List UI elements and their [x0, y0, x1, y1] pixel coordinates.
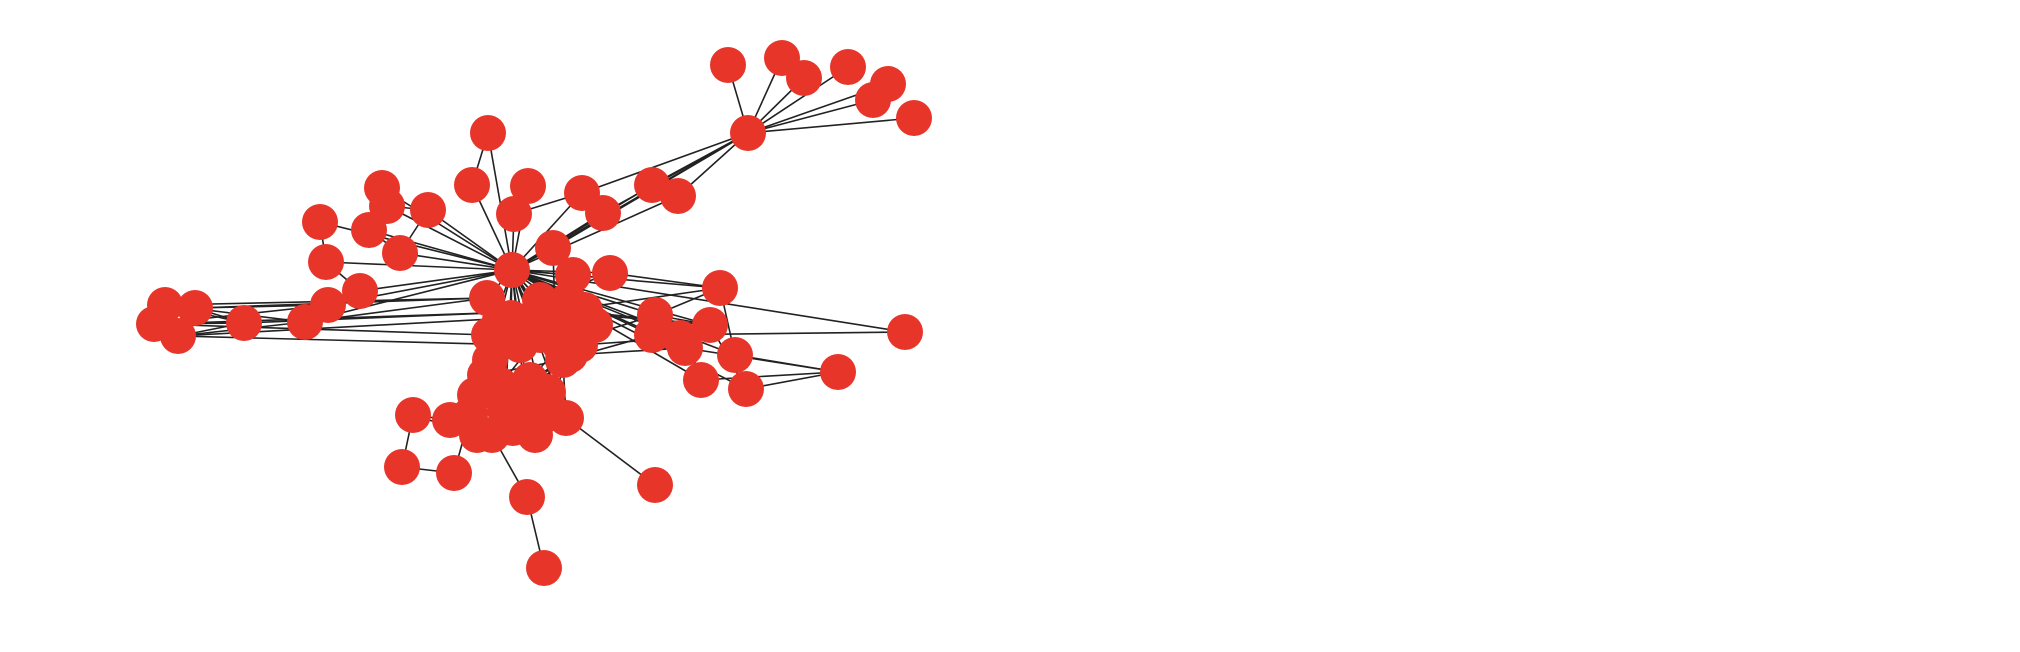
graph-node: [470, 115, 506, 151]
graph-edge: [177, 335, 521, 346]
graph-node: [472, 342, 508, 378]
graph-edge: [700, 371, 839, 381]
graph-node: [177, 290, 213, 326]
graph-node: [728, 371, 764, 407]
graph-node: [384, 449, 420, 485]
graph-node: [351, 212, 387, 248]
graph-edge: [386, 205, 513, 271]
graph-node: [820, 354, 856, 390]
graph-edge: [565, 417, 656, 486]
graph-node: [136, 306, 172, 342]
graph-edge: [325, 261, 513, 271]
graph-edge: [747, 99, 874, 134]
graph-node: [302, 204, 338, 240]
graph-node: [510, 168, 546, 204]
graph-node: [683, 362, 719, 398]
graph-edge: [581, 132, 749, 194]
graph-node: [585, 195, 621, 231]
graph-node: [342, 273, 378, 309]
graph-node: [436, 455, 472, 491]
graph-edge: [359, 269, 513, 292]
graph-node: [896, 100, 932, 136]
graph-node: [494, 252, 530, 288]
graph-node: [702, 270, 738, 306]
graph-node: [592, 255, 628, 291]
graph-edge: [609, 272, 721, 289]
graph-node: [577, 307, 613, 343]
graph-edge: [511, 184, 653, 271]
graph-node: [830, 49, 866, 85]
graph-node: [410, 192, 446, 228]
graph-node: [730, 115, 766, 151]
graph-node: [526, 550, 562, 586]
graph-edge: [399, 252, 513, 271]
graph-node: [660, 178, 696, 214]
graph-node: [786, 60, 822, 96]
graph-node: [710, 47, 746, 83]
graph-edge: [511, 269, 711, 326]
graph-node: [548, 400, 584, 436]
graph-node: [395, 397, 431, 433]
graph-node: [382, 235, 418, 271]
graph-node: [887, 314, 923, 350]
graph-node: [692, 307, 728, 343]
graph-node: [530, 374, 566, 410]
graph-nodes: [136, 40, 932, 586]
graph-node: [667, 330, 703, 366]
graph-node: [517, 307, 553, 343]
graph-node: [308, 244, 344, 280]
graph-node: [637, 467, 673, 503]
graph-node: [517, 417, 553, 453]
graph-edge: [487, 132, 513, 271]
graph-node: [459, 417, 495, 453]
graph-node: [634, 317, 670, 353]
graph-node: [496, 196, 532, 232]
graph-edge: [153, 323, 490, 336]
graph-node: [226, 305, 262, 341]
graph-node: [717, 337, 753, 373]
graph-node: [454, 167, 490, 203]
graph-node: [482, 302, 518, 338]
graph-node: [855, 82, 891, 118]
graph-node: [509, 479, 545, 515]
graph-edge: [747, 66, 849, 134]
graph-node: [287, 304, 323, 340]
graph-node: [535, 230, 571, 266]
graph-edge: [747, 117, 915, 134]
